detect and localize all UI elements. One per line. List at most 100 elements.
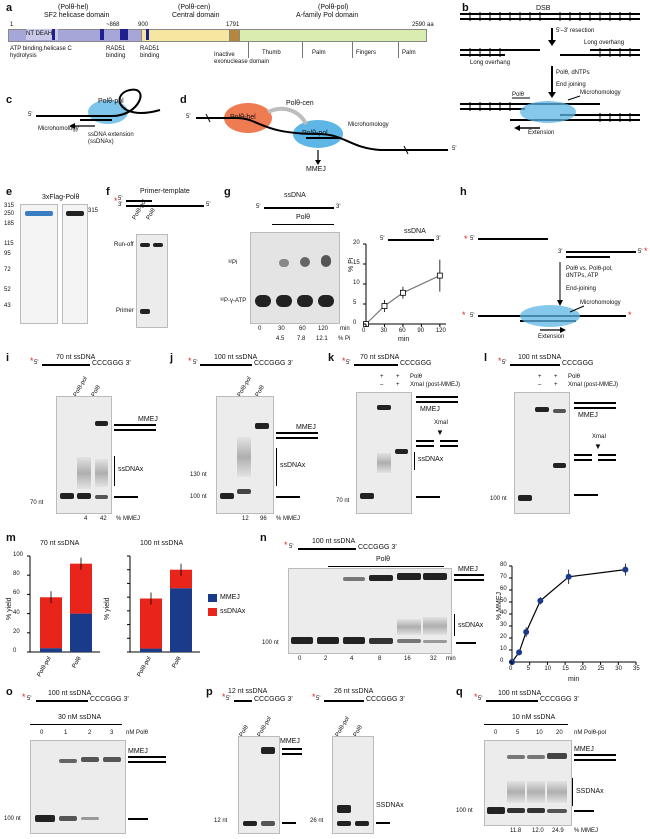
q-pct-label: % MMEJ	[574, 828, 598, 834]
p-mmej-band	[261, 747, 275, 754]
m0-ytick-label-60: 60	[13, 590, 20, 597]
q-val-2: 12.0	[532, 828, 544, 834]
g-time-0: 0	[258, 326, 262, 332]
n-point-5	[622, 566, 629, 573]
m0-ytick-label-20: 20	[13, 628, 20, 635]
k-cut-line-2	[440, 440, 458, 442]
m0-bar-Polθ-MMEJ	[70, 613, 92, 652]
i-gel	[56, 396, 112, 514]
pol-domain-bar	[239, 29, 427, 42]
q-p5: 5'	[478, 696, 483, 702]
pos-2590: 2590 aa	[412, 22, 434, 28]
g-xtick-label-90: 90	[417, 328, 425, 334]
g-pol-line	[272, 224, 334, 225]
l-sign-2a: –	[538, 382, 542, 388]
f-gel	[136, 234, 168, 328]
fingers-label: Fingers	[356, 50, 377, 56]
n-seq: CCCGGG 3'	[358, 544, 397, 551]
q-mmej-10	[527, 755, 545, 759]
l-xmai: XmaI (post-MMEJ)	[568, 382, 619, 388]
l-ssdna-line	[510, 364, 560, 366]
p-sub-12-1	[243, 821, 257, 826]
h-microhomology: Microhomology	[580, 300, 621, 306]
k-xmai-band	[395, 449, 408, 454]
coomassie-band	[25, 211, 53, 216]
i-ssdnax-bracket	[114, 456, 115, 486]
m1-bar-Polθ-ssDNAx	[170, 569, 192, 589]
o-sub-2	[81, 817, 99, 820]
j-gel	[216, 396, 274, 514]
g-p3: 3'	[336, 204, 341, 210]
cen-name: (Polθ-cen)	[178, 4, 211, 11]
k-ssdnax-label: ssDNAx	[418, 456, 444, 463]
p5b-d: 5'	[452, 146, 457, 152]
panel-m-label: m	[6, 532, 16, 544]
l-cut-line-1	[574, 454, 592, 456]
q-sub-20	[547, 809, 567, 813]
k-star: *	[342, 356, 346, 366]
i-val-2: 42	[100, 516, 107, 522]
f-p5b: 5'	[206, 202, 211, 208]
n-substrate-line	[456, 642, 476, 644]
e-ladder-115: 115	[4, 241, 14, 247]
k-mmej-product-line	[416, 396, 458, 398]
pos-1791: 1791	[226, 22, 240, 28]
e-ladder-52: 52	[4, 287, 11, 293]
mmej-d: MMEJ	[306, 166, 326, 173]
n-sub-2	[317, 637, 339, 644]
l-p5: 5'	[502, 360, 507, 366]
n-ytick-label-70: 70	[500, 574, 507, 580]
rad51-motif-2	[146, 29, 149, 40]
p-mmej-line-2	[282, 753, 302, 755]
atp-binding-label: ATP binding,helicase C hydrolysis	[10, 46, 72, 59]
i-title: 70 nt ssDNA	[56, 354, 96, 361]
f-p5: 5'	[118, 196, 123, 202]
n-time-8: 8	[378, 656, 382, 662]
n-time-16: 16	[404, 656, 411, 662]
j-val-1: 12	[242, 516, 249, 522]
p-sub-12-2	[261, 821, 275, 826]
panel-o-label: o	[6, 686, 13, 698]
l-seq: CCCGGG	[562, 360, 594, 367]
j-mmej-band	[255, 423, 269, 429]
q-val-1: 11.8	[510, 828, 522, 834]
m0-ytick-label-80: 80	[13, 571, 20, 578]
k-nt-label: 70 nt	[336, 498, 350, 504]
o-p5: 5'	[27, 696, 32, 702]
g-point-2	[400, 289, 406, 296]
n-pol: Polθ	[376, 556, 391, 563]
n-xtick-label-5: 5	[526, 666, 531, 672]
panel-n-label: n	[260, 532, 267, 544]
g-atp-spot-3	[297, 295, 313, 307]
panel-j-label: j	[170, 352, 174, 364]
q-lane-20: 20	[556, 730, 563, 736]
q-ssdna-line	[486, 700, 538, 702]
q-ssdnax-10	[527, 781, 545, 803]
o-sub-1	[59, 816, 77, 821]
n-mmej-line-2	[454, 579, 484, 581]
polcen-d: Polθ-cen	[286, 100, 314, 107]
o-substrate-line	[128, 818, 148, 820]
i-ssdnax-label: ssDNAx	[118, 466, 144, 473]
e-ladder-72: 72	[4, 267, 11, 273]
m0-bar-Polθ-pol-MMEJ	[40, 648, 62, 652]
o-lane-1: 1	[64, 730, 68, 736]
n-mmej-band-4	[343, 577, 365, 581]
n-ytick-label-10: 10	[500, 646, 507, 652]
hel-name: (Polθ-hel)	[58, 4, 89, 11]
i-ssdnax-smear-2	[95, 459, 108, 487]
q-mmej-label: MMEJ	[574, 746, 594, 753]
end-joining-b: End joining	[556, 82, 586, 88]
n-xtick-label-0: 0	[509, 666, 513, 672]
g-pi-label: ³²Pi	[228, 260, 238, 266]
hel-subtitle: SF2 helicase domain	[44, 12, 110, 19]
o-lane-3: 3	[110, 730, 114, 736]
n-gel	[288, 568, 452, 654]
legend-mmej-swatch	[208, 594, 217, 602]
ssdnax-ext-c: ssDNA extension (ssDNAx)	[88, 132, 134, 145]
p-seq-2: CCCGGG 3'	[366, 696, 405, 703]
l-cut-line-3	[574, 459, 592, 461]
